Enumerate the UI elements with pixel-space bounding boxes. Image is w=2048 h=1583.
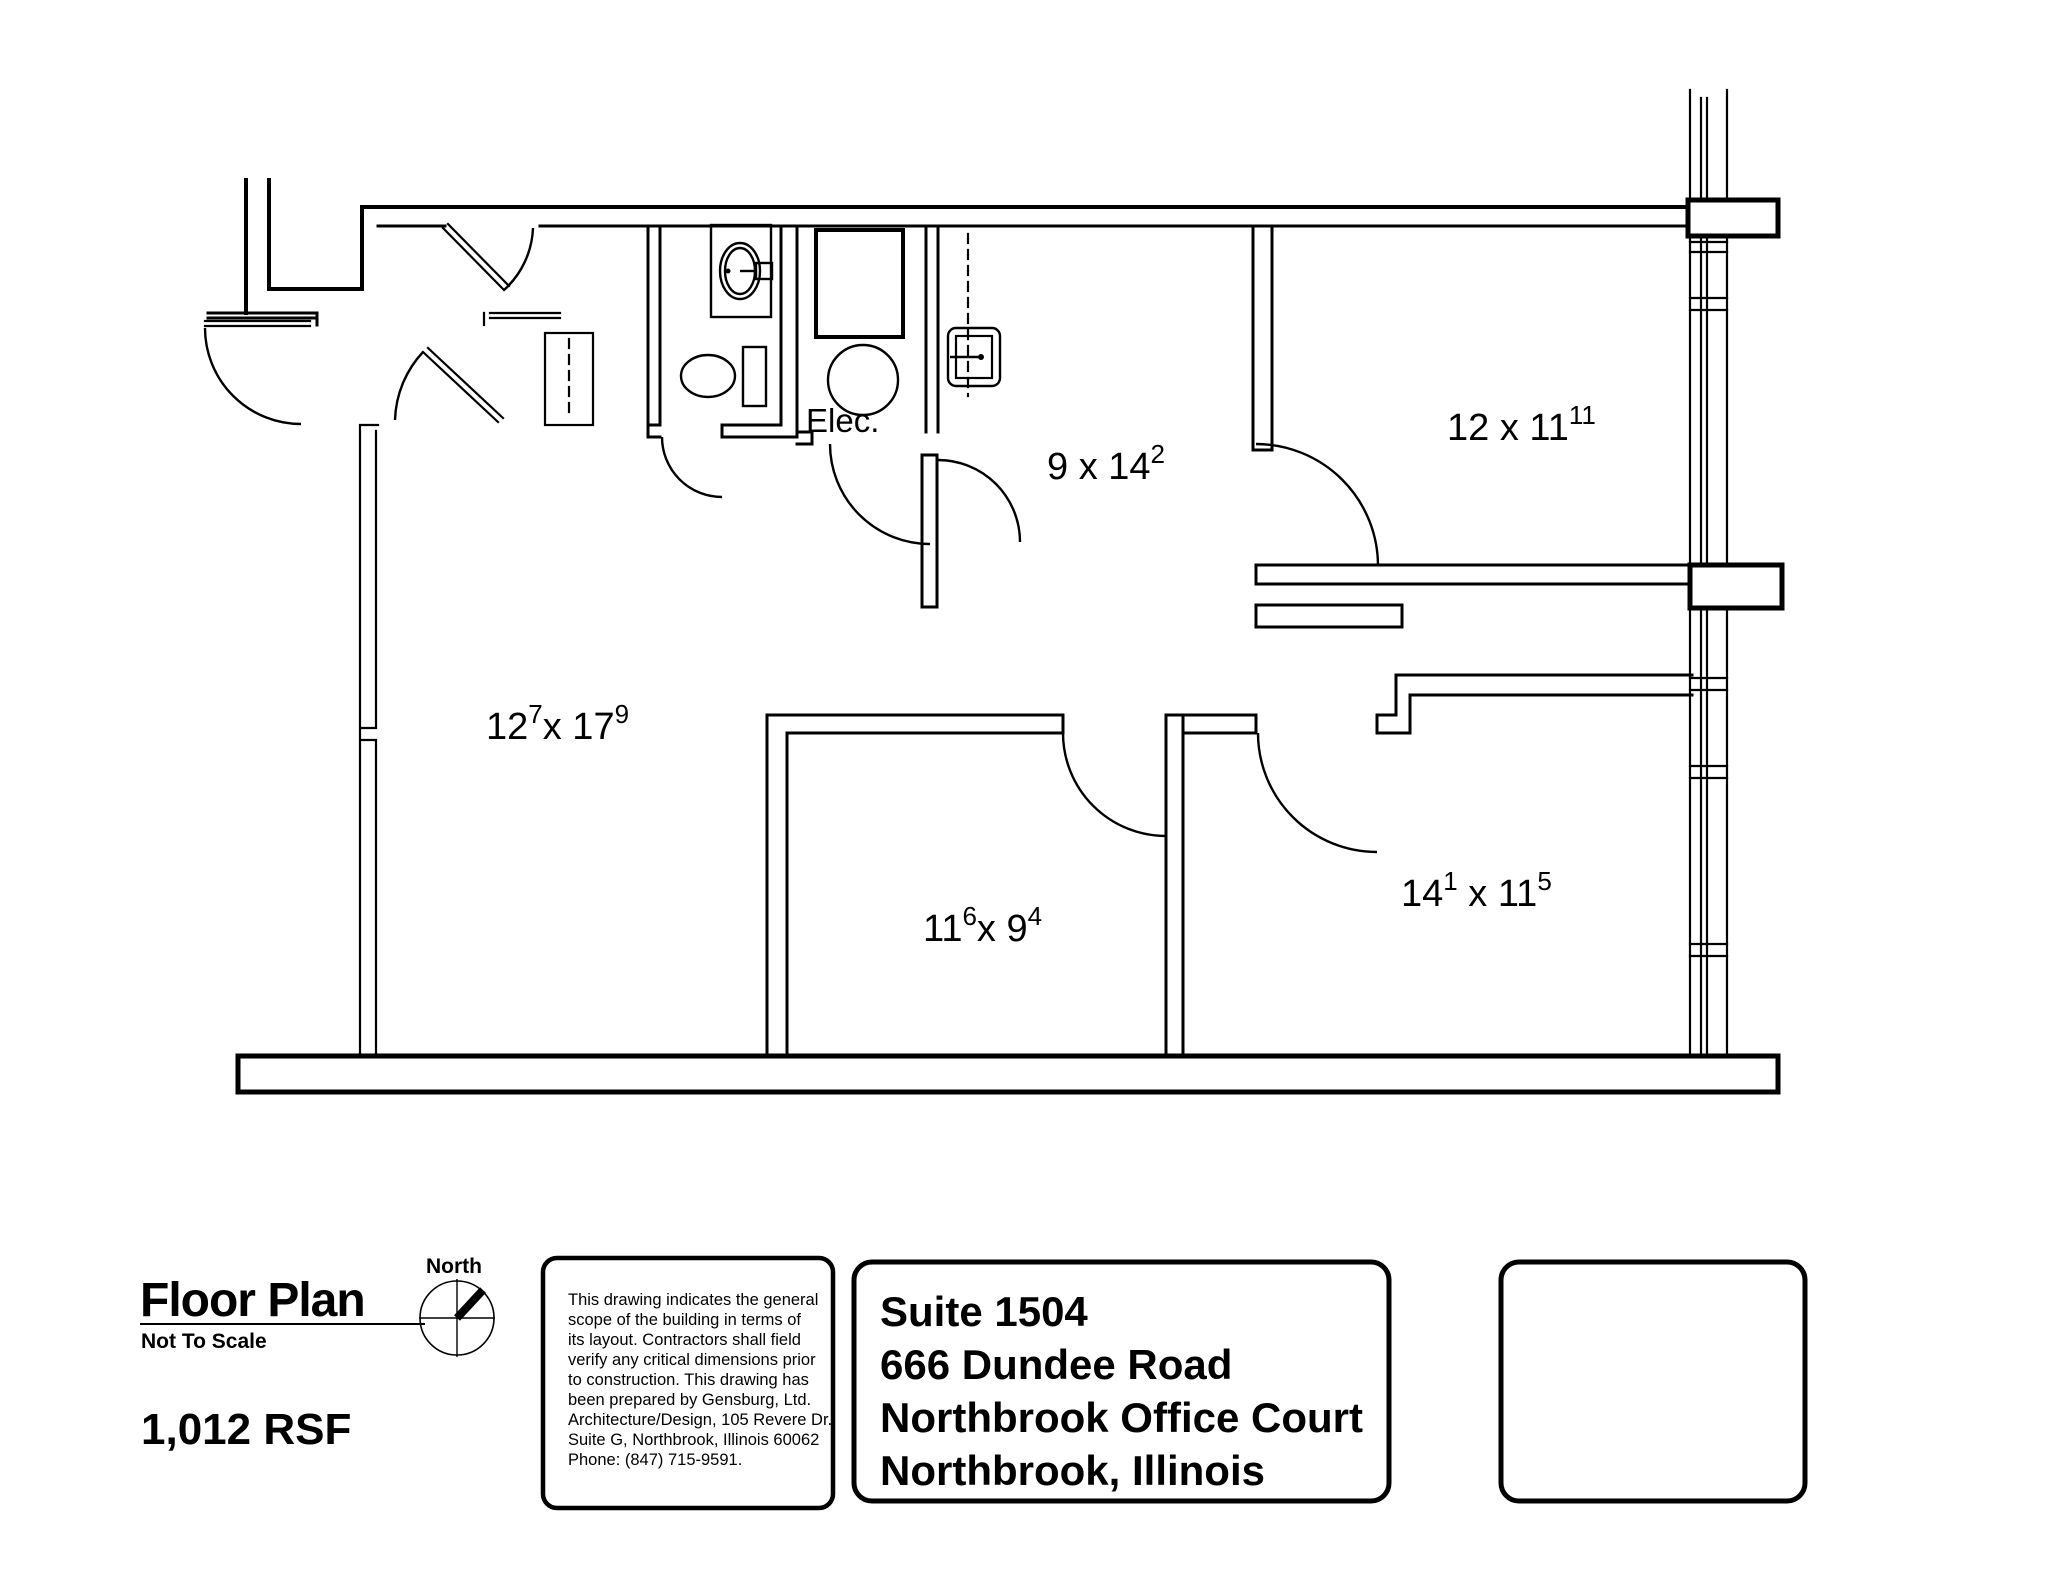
- vestibule-door1-swing: [503, 227, 535, 291]
- elec-door-swing: [828, 443, 931, 546]
- address-line-building: Northbrook Office Court: [880, 1394, 1363, 1441]
- disclaimer-line: to construction. This drawing has: [568, 1371, 809, 1389]
- window-mullions: [1688, 240, 1729, 958]
- address-line-suite: Suite 1504: [880, 1288, 1088, 1335]
- room4-north-wall: [765, 713, 1065, 735]
- sink-faucet-icon: [754, 261, 774, 281]
- room-label-office-2: 9 x 142: [1047, 439, 1165, 488]
- bath-door-swing: [660, 436, 723, 499]
- step-wall-inner: [1375, 693, 1694, 735]
- disclaimer-line: its layout. Contractors shall field: [568, 1331, 801, 1349]
- address-border: [851, 1259, 1392, 1504]
- room-labels: 12 x 1111 9 x 142 127x 179 116x 94 141 x…: [486, 400, 1596, 950]
- title-block: Floor Plan Not To Scale 1,012 RSF North …: [140, 1255, 1808, 1511]
- fountain-bubbler: [978, 354, 984, 360]
- vestibule-door2-swing: [393, 351, 424, 421]
- chase-wall-lower: [1254, 603, 1404, 629]
- disclaimer-line: Suite G, Northbrook, Illinois 60062: [568, 1431, 819, 1449]
- address-box: Suite 1504 666 Dundee Road Northbrook Of…: [851, 1259, 1392, 1504]
- room5-door-swing: [1256, 732, 1378, 854]
- step-wall-outer: [1375, 673, 1694, 717]
- column-top: [1685, 197, 1781, 239]
- base-floor-slab: [235, 1053, 1781, 1095]
- north-label: North: [426, 1255, 482, 1278]
- sink-icon: [718, 241, 762, 301]
- left-window-wall: [358, 423, 380, 1058]
- bath-bottom-wall: [646, 423, 799, 439]
- window-walls: [358, 88, 1785, 1058]
- room-label-office-5: 141 x 115: [1401, 866, 1552, 915]
- closet: [543, 331, 595, 427]
- disclaimer-border: [540, 1255, 836, 1511]
- entry-door-leaf: [203, 319, 312, 328]
- office1-west-wall: [1251, 224, 1274, 452]
- doors: [203, 222, 1380, 854]
- address-line-city: Northbrook, Illinois: [880, 1447, 1265, 1494]
- elec-right-wall-lower: [920, 453, 939, 609]
- compass-needle: [454, 1287, 486, 1321]
- north-compass-icon: North: [419, 1255, 495, 1357]
- room-label-office-4: 116x 94: [923, 901, 1042, 950]
- sink-drain-icon: [725, 268, 731, 274]
- disclaimer-line: scope of the building in terms of: [568, 1311, 801, 1329]
- logo-box: [1498, 1259, 1808, 1504]
- disclaimer-line: Phone: (847) 715-9591.: [568, 1451, 742, 1469]
- scale-note: Not To Scale: [141, 1330, 267, 1353]
- toilet-bowl-icon: [679, 353, 737, 399]
- office1-door-swing: [1255, 442, 1380, 567]
- room-label-office-1: 12 x 1111: [1447, 400, 1596, 449]
- vestibule-door1-leaf: [441, 222, 511, 292]
- opening-frame: [482, 311, 562, 327]
- disclaimer-line: been prepared by Gensburg, Ltd.: [568, 1391, 811, 1409]
- room-label-elec: Elec.: [806, 402, 879, 439]
- disclaimer-box: This drawing indicates the general scope…: [540, 1255, 836, 1511]
- bath-left-wall: [646, 224, 662, 439]
- chase-wall-upper: [1254, 563, 1692, 586]
- bath-right-wall: [779, 224, 799, 439]
- entry-wall: [206, 311, 319, 327]
- room5-west-wall: [1164, 713, 1185, 1058]
- drinking-fountain-icon: [946, 326, 1002, 388]
- room4-door-swing: [1061, 732, 1167, 838]
- room5-north-wall: [1164, 713, 1258, 735]
- room-label-office-3: 127x 179: [486, 699, 629, 748]
- office2-door-swing: [937, 458, 1022, 543]
- area-label: 1,012 RSF: [141, 1405, 351, 1454]
- fixtures: [543, 223, 1002, 427]
- vestibule-door2-leaf: [421, 346, 505, 424]
- room4-west-wall: [765, 713, 789, 1058]
- entry-door-swing: [203, 327, 302, 426]
- disclaimer-line: verify any critical dimensions prior: [568, 1351, 816, 1369]
- toilet-tank-icon: [741, 345, 768, 408]
- water-heater-icon: [826, 343, 900, 417]
- disclaimer-line: Architecture/Design, 105 Revere Dr.: [568, 1411, 832, 1429]
- column-middle: [1687, 562, 1785, 611]
- disclaimer-line: This drawing indicates the general: [568, 1291, 818, 1309]
- elec-bottom-wall: [795, 430, 814, 446]
- address-line-street: 666 Dundee Road: [880, 1341, 1232, 1388]
- electrical-panel-icon: [814, 228, 905, 339]
- sheet-title: Floor Plan: [140, 1274, 365, 1327]
- elec-right-wall-upper: [924, 224, 940, 434]
